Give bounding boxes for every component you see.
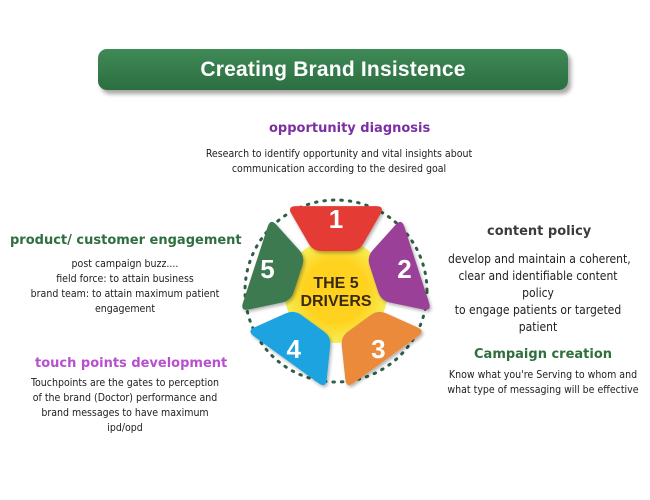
touch-points-heading: touch points development <box>35 356 228 371</box>
driver-number-3: 3 <box>371 334 385 364</box>
center-label-line1: THE 5 <box>313 275 358 292</box>
center-label-line2: DRIVERS <box>300 293 371 310</box>
campaign-creation-heading: Campaign creation <box>474 347 613 362</box>
touch-points-line: of the brand (Doctor) performance and <box>32 392 218 404</box>
product-engagement-line: engagement <box>94 303 156 315</box>
product-engagement-line: post campaign buzz.... <box>71 258 179 270</box>
campaign-creation-line: Know what you're Serving to whom and <box>448 369 638 381</box>
touch-points-line: brand messages to have maximum <box>41 407 209 419</box>
content-policy-heading: content policy <box>487 224 592 239</box>
campaign-creation-line: what type of messaging will be effective <box>447 384 639 396</box>
product-engagement-heading: product/ customer engagement <box>10 233 242 248</box>
touch-points-line: ipd/opd <box>107 422 143 434</box>
title: Creating Brand Insistence <box>200 57 466 81</box>
driver-number-1: 1 <box>329 204 343 234</box>
content-policy-line: develop and maintain a coherent, <box>448 252 631 266</box>
touch-points-description: Touchpoints are the gates to perception … <box>25 376 225 436</box>
driver-segment-3 <box>341 311 422 386</box>
driver-segment-2 <box>368 221 430 310</box>
product-engagement-line: brand team: to attain maximum patient <box>30 288 220 300</box>
opportunity-line: communication according to the desired g… <box>231 163 447 175</box>
driver-number-5: 5 <box>260 254 274 284</box>
driver-segment-1 <box>290 206 382 252</box>
driver-number-2: 2 <box>397 254 411 284</box>
opportunity-heading: opportunity diagnosis <box>269 121 431 136</box>
center-glow <box>284 239 388 343</box>
touch-points-line: Touchpoints are the gates to perception <box>31 377 219 389</box>
opportunity-description: Research to identify opportunity and vit… <box>205 147 473 177</box>
driver-number-4: 4 <box>286 334 301 364</box>
dotted-ring <box>243 198 429 384</box>
title-banner: Creating Brand Insistence <box>98 49 568 90</box>
content-policy-line: policy <box>522 286 554 300</box>
content-policy-line: clear and identifiable content <box>458 269 618 283</box>
content-policy-line: patient <box>518 320 558 334</box>
product-engagement-line: field force: to attain business <box>56 273 194 285</box>
campaign-creation-description: Know what you're Serving to whom and wha… <box>443 368 643 398</box>
driver-segments: 1 2 3 4 5 <box>242 204 430 386</box>
product-engagement-description: post campaign buzz.... field force: to a… <box>25 257 225 317</box>
opportunity-line: Research to identify opportunity and vit… <box>205 148 473 160</box>
driver-segment-5 <box>242 221 304 310</box>
driver-segment-4 <box>250 311 331 386</box>
content-policy-line: to engage patients or targeted <box>454 303 622 317</box>
content-policy-description: develop and maintain a coherent, clear a… <box>448 251 631 336</box>
